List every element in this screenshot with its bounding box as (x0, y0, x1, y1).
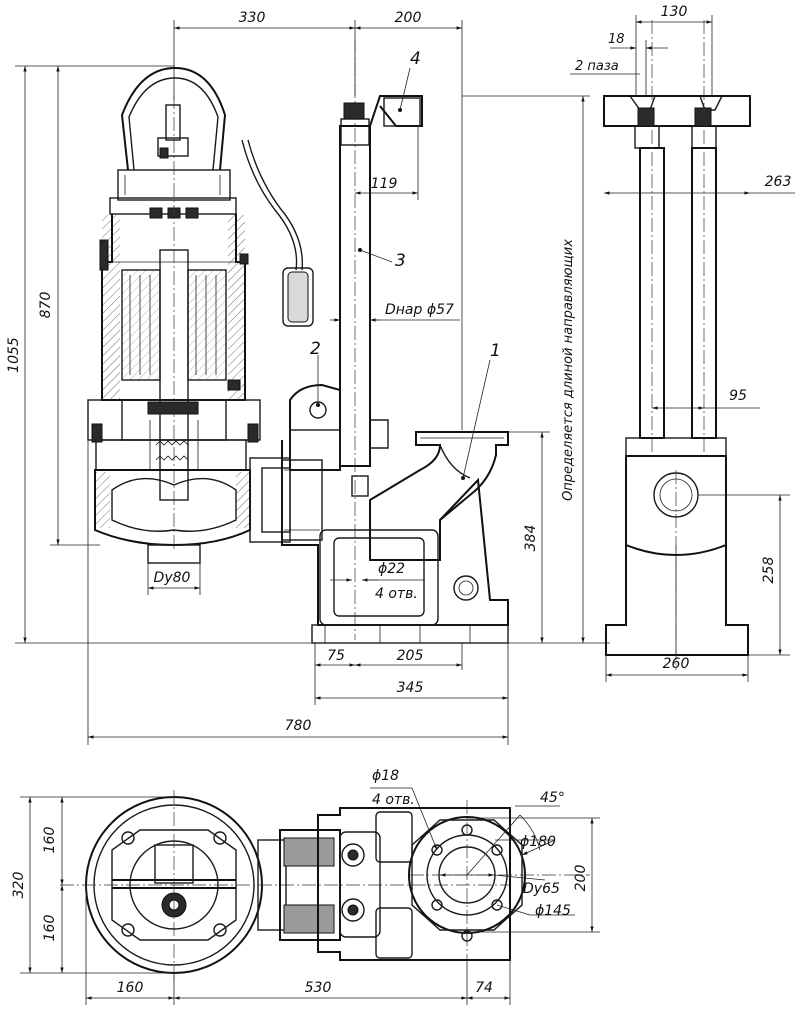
pump-front-view (87, 66, 291, 564)
dim-384: 384 (523, 525, 539, 552)
dim-200-plan: 200 (573, 865, 589, 892)
dim-4-holes-a: 4 отв. (375, 586, 418, 602)
dim-dnar-57: Dнар ϕ57 (385, 302, 454, 318)
dim-345: 345 (397, 680, 424, 696)
dim-75: 75 (327, 648, 345, 664)
dim-258: 258 (761, 557, 777, 584)
dim-263: 263 (765, 174, 792, 190)
dim-74: 74 (475, 980, 493, 996)
dim-hole-22: ϕ22 (378, 561, 405, 577)
dim-130: 130 (661, 4, 688, 20)
dim-205: 205 (397, 648, 424, 664)
position-1: 1 (490, 341, 501, 361)
dim-dy80: Dy80 (154, 570, 191, 586)
dim-260: 260 (663, 656, 690, 672)
side-view (603, 20, 751, 670)
dim-160-plan: 160 (117, 980, 144, 996)
float-switch (241, 139, 314, 327)
dimension-lines (15, 15, 795, 1005)
dim-1055: 1055 (6, 337, 22, 373)
dim-4-holes-b: 4 отв. (372, 792, 415, 808)
dim-d145: ϕ145 (535, 903, 571, 919)
dim-530: 530 (305, 980, 332, 996)
position-4: 4 (410, 49, 421, 69)
dim-95: 95 (729, 388, 747, 404)
position-3: 3 (395, 251, 406, 271)
dim-780: 780 (285, 718, 312, 734)
position-2: 2 (310, 339, 321, 359)
dim-160-upper: 160 (42, 827, 58, 854)
dim-119: 119 (371, 176, 398, 192)
dim-200-top: 200 (395, 10, 422, 26)
dim-dy65: Dy65 (523, 881, 560, 897)
dim-330: 330 (239, 10, 266, 26)
dimension-labels: 330 200 130 18 2 паза 119 263 Dнар ϕ57 9… (6, 4, 791, 996)
dim-2-slots: 2 паза (575, 59, 619, 74)
position-labels: 4 3 2 1 (310, 49, 501, 361)
dim-18: 18 (608, 32, 625, 47)
dim-d180: ϕ180 (520, 834, 556, 850)
dim-hole-18: ϕ18 (372, 768, 399, 784)
dim-870: 870 (38, 292, 54, 319)
dim-320: 320 (11, 872, 27, 899)
dim-160-lower: 160 (42, 915, 58, 942)
guide-length-note: Определяется длиной направляющих (561, 239, 576, 501)
plan-view (60, 790, 590, 980)
dim-45-deg: 45° (540, 790, 565, 806)
